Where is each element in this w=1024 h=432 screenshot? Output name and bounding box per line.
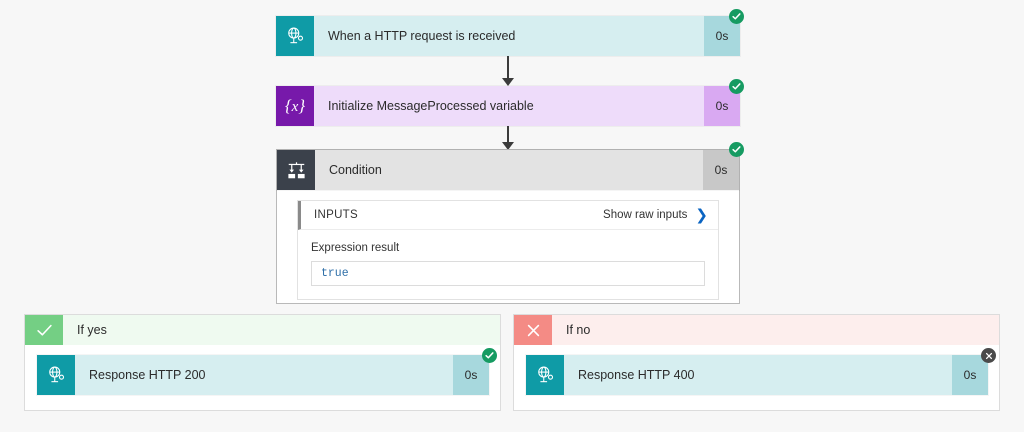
status-badge-skipped (981, 348, 996, 363)
http-request-icon (37, 355, 75, 395)
check-icon (25, 315, 63, 345)
condition-details-body: INPUTS Show raw inputs ❯ Expression resu… (277, 190, 739, 314)
branch-actions-if-yes: Response HTTP 200 0s (25, 345, 500, 401)
action-duration: 0s (703, 150, 739, 190)
action-duration: 0s (952, 355, 988, 395)
connector-arrowhead (502, 142, 514, 150)
action-card-response-400[interactable]: Response HTTP 400 0s (526, 355, 988, 395)
branch-actions-if-no: Response HTTP 400 0s (514, 345, 999, 401)
action-title: When a HTTP request is received (328, 29, 516, 43)
show-raw-inputs-link[interactable]: Show raw inputs (603, 209, 688, 221)
action-title: Condition (329, 163, 382, 177)
branch-if-yes: If yes Response HTTP 200 0s (24, 314, 501, 411)
status-badge-succeeded (482, 348, 497, 363)
inputs-panel-content: Expression result true (298, 230, 718, 299)
action-title: Response HTTP 400 (578, 368, 695, 382)
action-card-init-variable[interactable]: {x} Initialize MessageProcessed variable… (276, 86, 740, 126)
variable-braces-icon: {x} (276, 86, 314, 126)
http-request-icon (276, 16, 314, 56)
connector-line (507, 56, 509, 80)
close-icon (514, 315, 552, 345)
action-title: Initialize MessageProcessed variable (328, 99, 534, 113)
branch-if-no: If no Response HTTP 400 0s (513, 314, 1000, 411)
inputs-panel-header: INPUTS Show raw inputs ❯ (298, 201, 718, 230)
action-card-trigger[interactable]: When a HTTP request is received 0s (276, 16, 740, 56)
action-title: Response HTTP 200 (89, 368, 206, 382)
connector-arrowhead (502, 78, 514, 86)
status-badge-succeeded (729, 142, 744, 157)
expression-result-value: true (311, 261, 705, 286)
connector-line (507, 126, 509, 144)
branch-header-if-yes[interactable]: If yes (25, 315, 500, 345)
status-badge-succeeded (729, 79, 744, 94)
branch-label: If no (566, 323, 591, 337)
chevron-right-icon[interactable]: ❯ (695, 206, 708, 224)
status-badge-succeeded (729, 9, 744, 24)
action-duration: 0s (453, 355, 489, 395)
action-card-response-200[interactable]: Response HTTP 200 0s (37, 355, 489, 395)
condition-card-container: Condition 0s INPUTS Show raw inputs ❯ Ex… (276, 149, 740, 304)
branch-header-if-no[interactable]: If no (514, 315, 999, 345)
action-card-condition[interactable]: Condition 0s (277, 150, 739, 190)
expression-result-label: Expression result (311, 242, 400, 254)
branch-label: If yes (77, 323, 107, 337)
inputs-panel: INPUTS Show raw inputs ❯ Expression resu… (297, 200, 719, 300)
http-request-icon (526, 355, 564, 395)
inputs-section-label: INPUTS (314, 209, 358, 221)
condition-branch-icon (277, 150, 315, 190)
